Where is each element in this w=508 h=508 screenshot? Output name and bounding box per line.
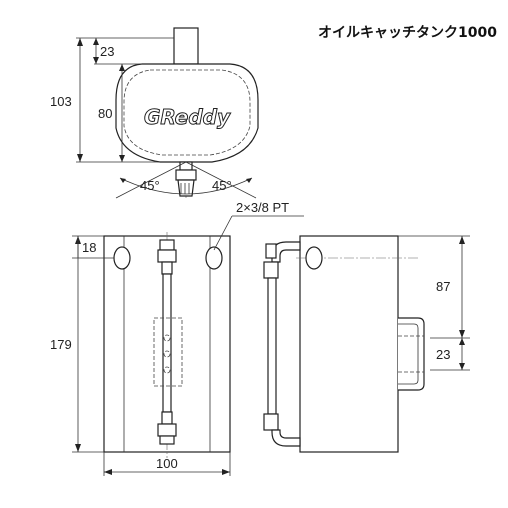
mounting-hole-right [205,246,223,270]
dim-18: 18 [82,240,96,255]
top-inlet-pipe [173,27,199,65]
angle-right-label: 45° [212,178,232,193]
drawing-title: オイルキャッチタンク1000 [318,25,497,41]
level-sight-tube [162,273,172,413]
dim-87: 87 [436,279,450,294]
dim-100: 100 [156,456,178,471]
side-mount-hole [305,246,323,270]
dim-179: 179 [50,337,72,352]
top-view: GReddy 45° 45° 103 23 80 [50,27,259,200]
mounting-hole-left [113,246,131,270]
side-sight-tube [267,277,277,415]
angle-left-label: 45° [140,178,160,193]
dim-103: 103 [50,94,72,109]
dim-23-top: 23 [100,44,114,59]
front-view: 179 18 100 2×3/8 PT [50,200,304,476]
greddy-logo: GReddy [144,105,231,129]
dim-80: 80 [98,106,112,121]
tank-side-outline [299,235,399,453]
side-view: 87 23 [263,235,470,453]
port-spec-note: 2×3/8 PT [236,200,289,215]
dim-23-side: 23 [436,347,450,362]
tank-top-outline [115,63,259,163]
